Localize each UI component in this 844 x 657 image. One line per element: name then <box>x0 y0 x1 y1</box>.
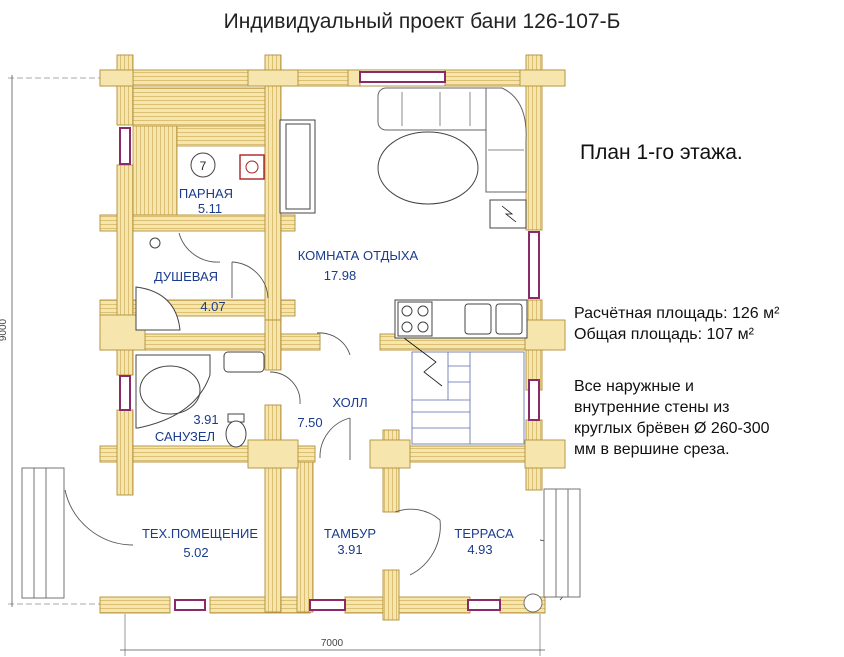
door-arc <box>316 332 351 356</box>
calc-area-text: Расчётная площадь: 126 м² <box>574 305 780 322</box>
walls-note-line: Все наружные и <box>574 378 694 395</box>
door-arc <box>409 519 441 576</box>
table-icon <box>377 131 479 205</box>
post-icon <box>523 593 543 613</box>
flame-icon <box>501 205 517 223</box>
room-name-dushevaya: ДУШЕВАЯ <box>154 269 218 284</box>
stairs <box>411 351 525 445</box>
room-name-tambur: ТАМБУР <box>324 526 376 541</box>
stair-break-icon <box>403 337 443 387</box>
porch-steps <box>21 467 581 613</box>
walls-note-line: мм в вершине среза. <box>574 441 730 458</box>
window <box>119 127 131 165</box>
room-name-parnaya: ПАРНАЯ <box>179 186 233 201</box>
window <box>528 231 540 299</box>
stove-icon <box>397 301 433 337</box>
bed-icon <box>279 119 316 214</box>
door-arc <box>394 508 441 521</box>
total-area-text: Общая площадь: 107 м² <box>574 326 754 343</box>
windows <box>119 71 540 611</box>
window <box>467 599 501 611</box>
window <box>174 599 206 611</box>
room-area-dushevaya: 4.07 <box>200 299 225 314</box>
sofa-icon <box>377 87 527 193</box>
dimension-width: 7000 <box>120 614 545 656</box>
room-name-komnata: КОМНАТА ОТДЫХА <box>298 248 419 263</box>
door-arc <box>64 489 134 546</box>
door-arc <box>269 371 301 405</box>
room-area-teh: 5.02 <box>183 545 208 560</box>
walls-note-line: внутренние стены из <box>574 399 730 416</box>
door-arc <box>178 232 221 263</box>
washbasin-icon <box>223 351 265 373</box>
room-name-holl: ХОЛЛ <box>332 395 367 410</box>
bathtub-icon <box>135 354 211 429</box>
room-name-sanuzel: САНУЗЕЛ <box>155 429 215 444</box>
door-arc <box>231 261 269 299</box>
room-area-komnata: 17.98 <box>324 268 357 283</box>
room-marker-icon <box>190 152 216 178</box>
room-area-sanuzel: 3.91 <box>193 412 218 427</box>
sink-icon <box>464 303 492 335</box>
kitchen-counter <box>394 299 528 339</box>
room-area-parnaya: 5.11 <box>198 201 222 216</box>
room-area-terrasa: 4.93 <box>467 542 492 557</box>
sauna-benches <box>132 87 269 219</box>
room-area-holl: 7.50 <box>297 415 322 430</box>
sauna-stove-icon <box>245 160 259 174</box>
toilet-icon <box>225 413 247 448</box>
room-marker: 7 <box>200 159 207 173</box>
height-label: 9000 <box>0 318 9 341</box>
window <box>359 71 446 83</box>
page-title: Индивидуальный проект бани 126-107-Б <box>223 10 621 33</box>
room-area-tambur: 3.91 <box>337 542 362 557</box>
window <box>309 599 346 611</box>
sink-icon <box>495 303 523 335</box>
shower-head-icon <box>149 237 161 249</box>
window <box>119 375 131 411</box>
width-label: 7000 <box>321 638 344 649</box>
walls-note-line: круглых брёвен Ø 260-300 <box>574 420 770 437</box>
room-name-terrasa: ТЕРРАСА <box>454 526 514 541</box>
area-info: Расчётная площадь: 126 м² Общая площадь:… <box>574 303 779 345</box>
room-name-teh: ТЕХ.ПОМЕЩЕНИЕ <box>142 526 258 541</box>
dimension-height: 9000 <box>0 75 100 607</box>
shower-tray-icon <box>135 286 181 331</box>
doors <box>64 232 572 601</box>
sauna-stove-icon <box>239 154 265 180</box>
walls-note: Все наружные и внутренние стены из кругл… <box>574 376 834 460</box>
door-arc <box>319 417 351 459</box>
plan-title: План 1-го этажа. <box>580 141 743 164</box>
window <box>528 379 540 421</box>
